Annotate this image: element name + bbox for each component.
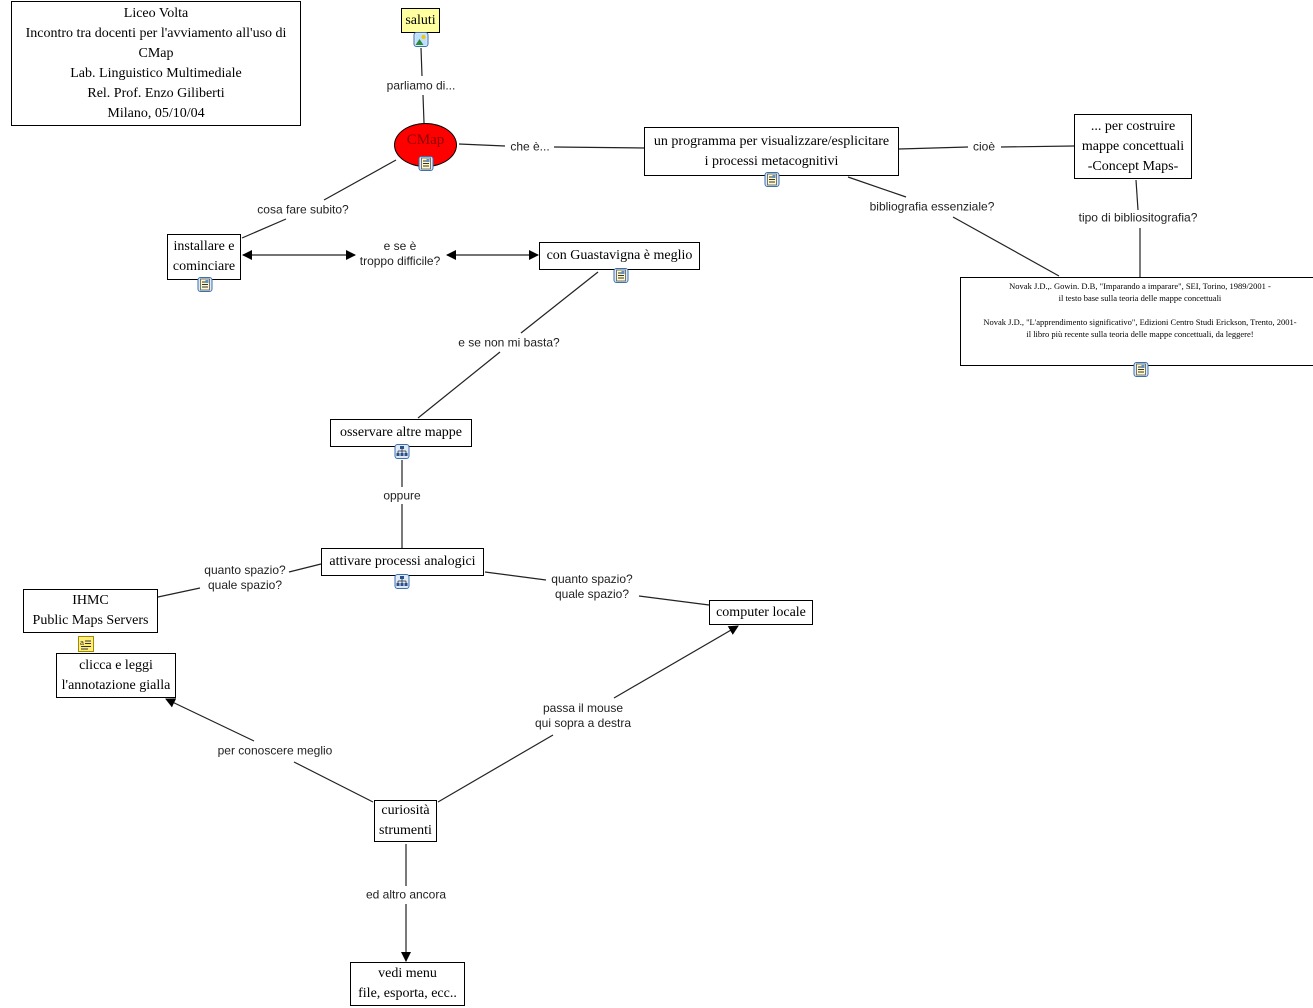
link-cioe-costruire xyxy=(1000,145,1075,148)
concept-curiosita[interactable]: curiosità strumenti xyxy=(374,800,437,842)
link-label-passa-mouse: passa il mouse qui sopra a destra xyxy=(532,701,634,731)
document-resource-icon[interactable] xyxy=(1133,362,1149,377)
link-nonbasta-osservare xyxy=(417,351,501,419)
concept-map-resource-icon[interactable] xyxy=(394,444,410,459)
concept-programma[interactable]: un programma per visualizzare/esplicitar… xyxy=(644,127,899,176)
link-chee-programma xyxy=(553,146,645,149)
link-label-parliamo: parliamo di... xyxy=(384,78,458,94)
link-label-cosa-fare: cosa fare subito? xyxy=(255,202,351,218)
link-cosafare-installare xyxy=(241,218,287,239)
link-label-spazio-left: quanto spazio? quale spazio? xyxy=(202,563,288,593)
link-cmap-chee xyxy=(458,143,506,147)
link-conoscere-clicca xyxy=(165,698,255,742)
link-cmap-cosafare xyxy=(323,159,397,201)
concept-clicca[interactable]: clicca e leggi l'annotazione gialla xyxy=(56,653,176,698)
link-label-tipo-biblio: tipo di bibliositografia? xyxy=(1076,210,1200,226)
image-resource-icon[interactable] xyxy=(413,32,429,47)
link-passa-computer xyxy=(613,625,739,699)
annotation-note-icon[interactable]: a xyxy=(78,636,94,652)
link-label-se-difficile: e se è troppo difficile? xyxy=(359,239,441,268)
link-programma-biblio xyxy=(847,176,907,198)
header-info-box[interactable]: Liceo Volta Incontro tra docenti per l'a… xyxy=(11,1,301,126)
link-saluti-parliamo xyxy=(420,47,423,77)
link-label-oppure: oppure xyxy=(381,488,423,504)
link-attivare-spazioright xyxy=(484,571,547,581)
concept-map-resource-icon[interactable] xyxy=(394,574,410,589)
concept-guastavigna[interactable]: con Guastavigna è meglio xyxy=(539,242,700,270)
link-parliamo-cmap xyxy=(422,94,425,124)
link-biblio-bibliografia xyxy=(952,216,1060,277)
document-resource-icon[interactable] xyxy=(197,277,213,292)
link-guastavigna-nonbasta xyxy=(520,271,599,334)
link-spazioright-computer xyxy=(638,595,710,606)
document-resource-icon[interactable] xyxy=(764,172,780,187)
concept-ihmc[interactable]: IHMC Public Maps Servers xyxy=(23,589,158,633)
link-label-cioe: cioè xyxy=(970,139,998,155)
link-label-altro-ancora: ed altro ancora xyxy=(363,887,449,903)
link-label-spazio-right: quanto spazio? quale spazio? xyxy=(549,572,635,602)
link-attivare-spazioleft xyxy=(288,563,322,573)
link-spazioleft-ihmc xyxy=(157,587,201,598)
link-label-biblio-essenziale: bibliografia essenziale? xyxy=(867,199,997,215)
link-curiosita-passa xyxy=(437,734,554,803)
link-label-che-e: che è... xyxy=(508,139,552,155)
concept-attivare[interactable]: attivare processi analogici xyxy=(321,548,484,576)
link-costruire-tipo xyxy=(1135,179,1139,211)
document-resource-icon[interactable] xyxy=(418,156,434,171)
svg-text:a: a xyxy=(80,640,84,647)
link-label-conoscere: per conoscere meglio xyxy=(215,743,335,759)
link-programma-cioe xyxy=(898,146,969,150)
concept-bibliografia[interactable]: Novak J.D.,. Gowin. D.B, "Imparando a im… xyxy=(960,277,1313,366)
concept-installare[interactable]: installare e cominciare xyxy=(167,234,241,280)
concept-osservare[interactable]: osservare altre mappe xyxy=(330,419,472,447)
concept-vedi-menu[interactable]: vedi menu file, esporta, ecc.. xyxy=(350,962,465,1006)
link-label-non-basta: e se non mi basta? xyxy=(456,335,562,351)
concept-computer-locale[interactable]: computer locale xyxy=(709,600,813,625)
concept-saluti[interactable]: saluti xyxy=(401,8,440,33)
concept-costruire[interactable]: ... per costruire mappe concettuali -Con… xyxy=(1074,114,1192,179)
document-resource-icon[interactable] xyxy=(613,268,629,283)
link-curiosita-conoscere xyxy=(293,761,374,803)
